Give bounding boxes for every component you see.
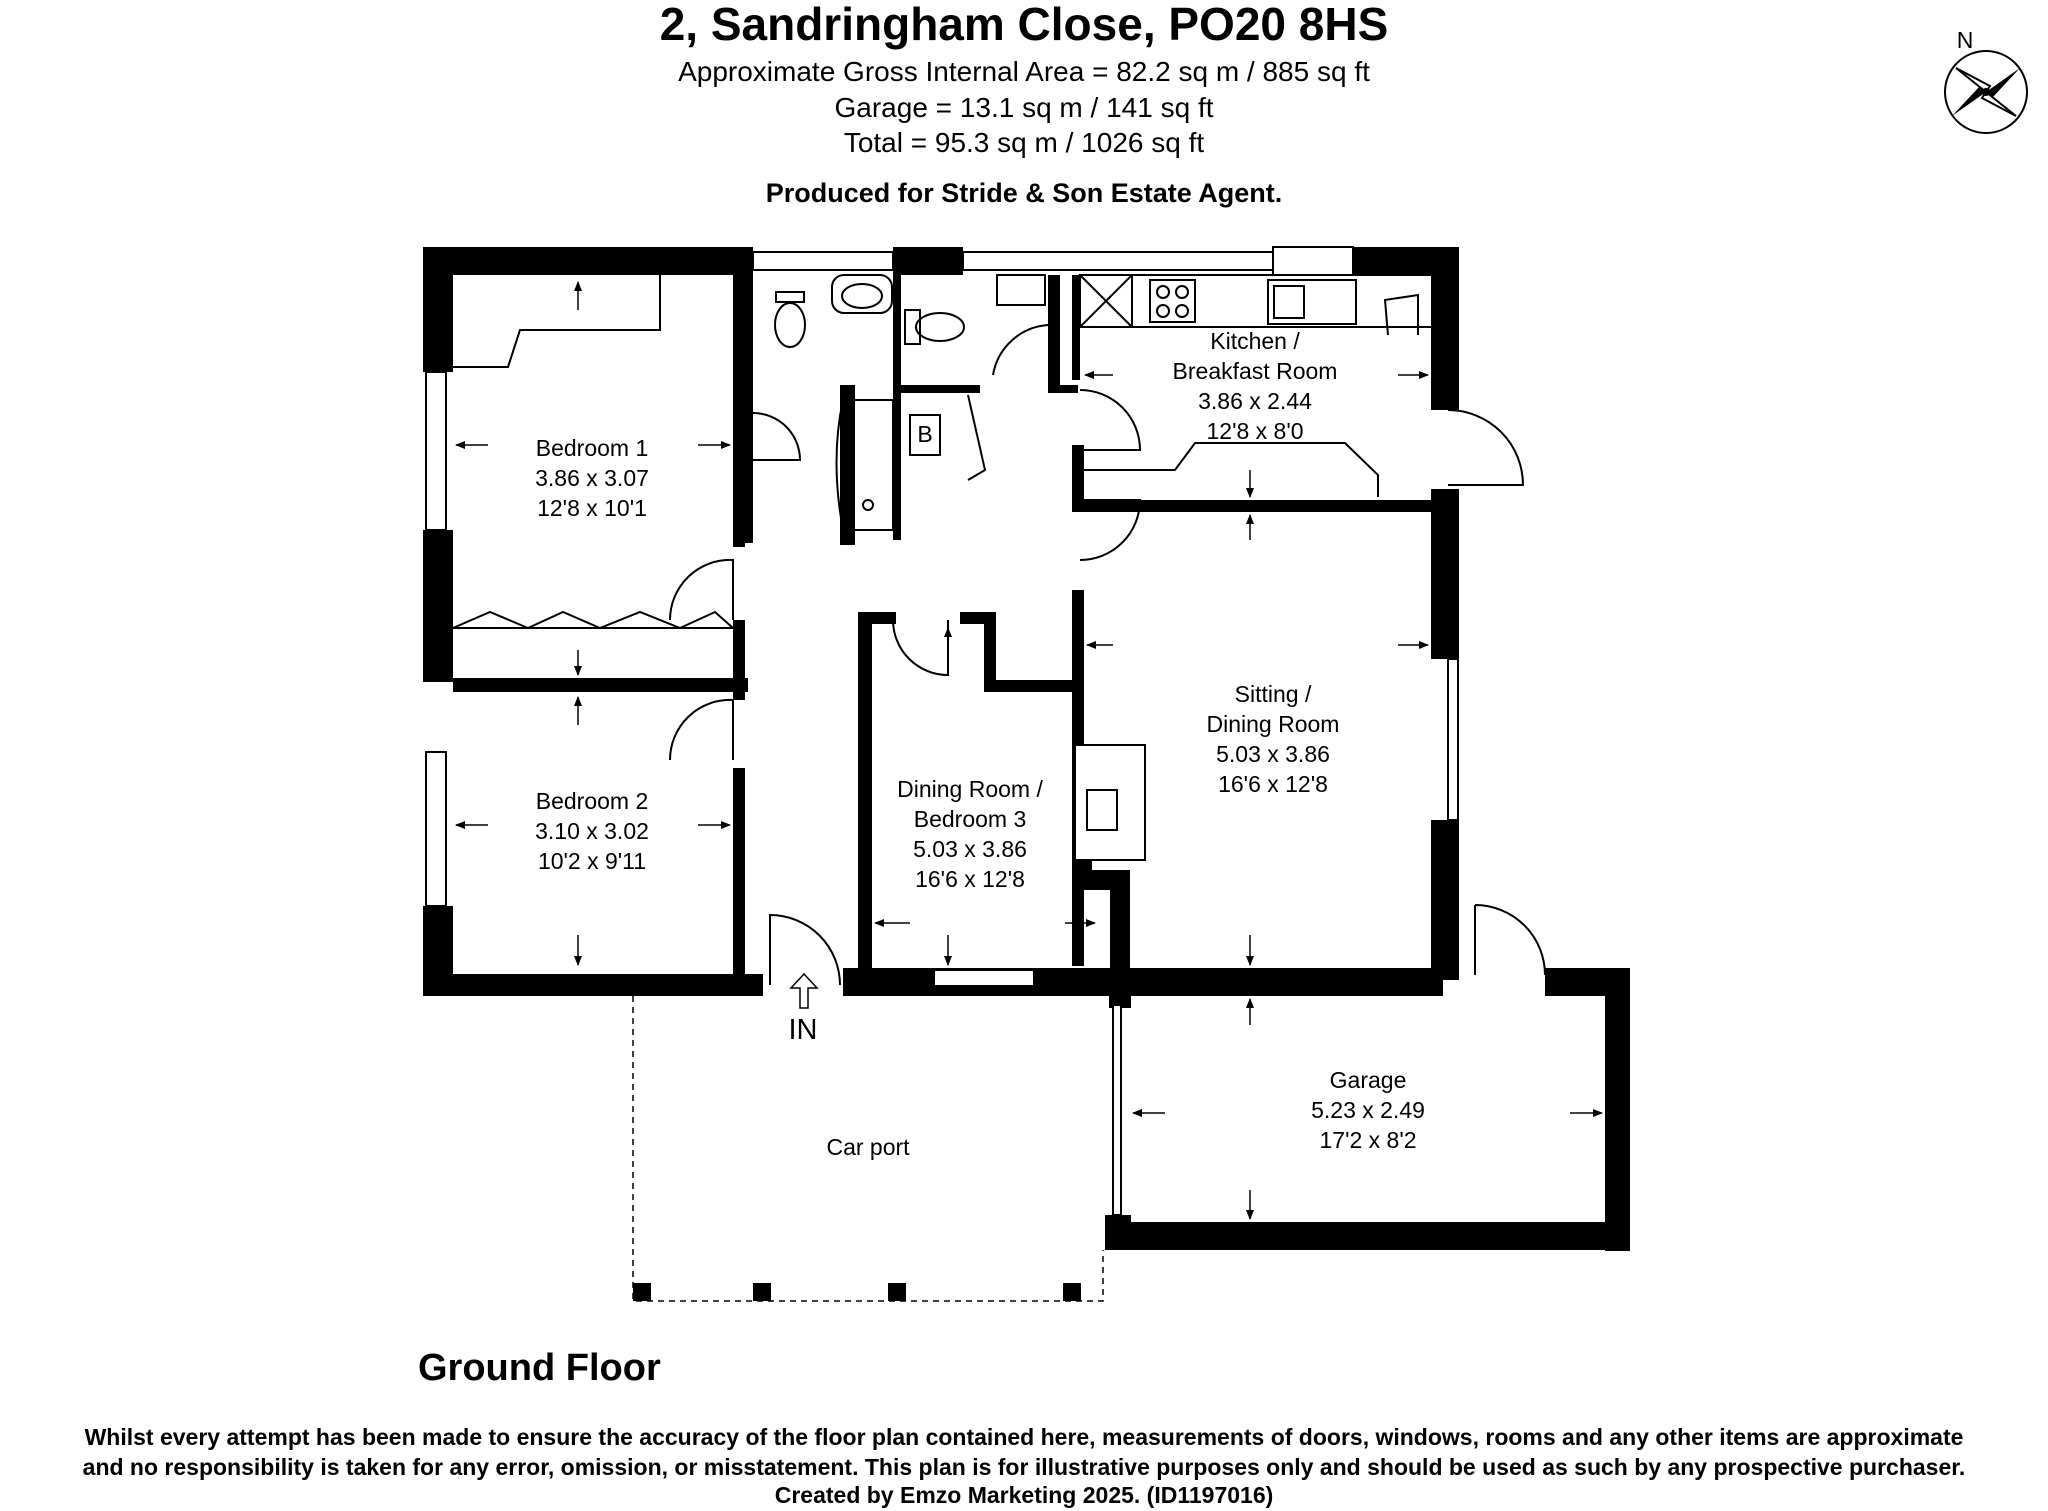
entrance-arrow-icon: [789, 972, 819, 1009]
produced-for: Produced for Stride & Son Estate Agent.: [765, 178, 1283, 208]
room-name: Sitting /: [1235, 681, 1312, 707]
room-name: Car port: [826, 1134, 910, 1160]
room-metric: 3.86 x 2.44: [1198, 388, 1312, 414]
disclaimer-line-2: and no responsibility is taken for any e…: [82, 1454, 1966, 1480]
compass-label: N: [1957, 27, 1974, 53]
fixtures: B: [452, 274, 1449, 1210]
room-imperial: 17'2 x 8'2: [1319, 1127, 1416, 1153]
room-imperial: 12'8 x 10'1: [537, 495, 647, 521]
room-imperial: 16'6 x 12'8: [1218, 771, 1328, 797]
room-name: Garage: [1330, 1067, 1407, 1093]
total-area: Total = 95.3 sq m / 1026 sq ft: [843, 127, 1205, 158]
room-metric: 5.03 x 3.86: [913, 836, 1027, 862]
room-name: Bedroom 1: [536, 435, 649, 461]
room-name: Dining Room /: [897, 776, 1043, 802]
room-label-bedroom1: Bedroom 1 3.86 x 3.07 12'8 x 10'1: [535, 435, 649, 521]
room-name: Dining Room: [1207, 711, 1340, 737]
room-label-sitting: Sitting / Dining Room 5.03 x 3.86 16'6 x…: [1207, 681, 1340, 797]
room-label-carport: Car port: [826, 1134, 910, 1160]
room-metric: 5.03 x 3.86: [1216, 741, 1330, 767]
room-imperial: 10'2 x 9'11: [538, 848, 646, 874]
gross-internal-area: Approximate Gross Internal Area = 82.2 s…: [678, 56, 1370, 87]
doors: [668, 293, 1546, 986]
room-name: Breakfast Room: [1173, 358, 1338, 384]
entrance-label: IN: [789, 1014, 818, 1046]
carport-outline: [632, 996, 1104, 1302]
room-imperial: 16'6 x 12'8: [915, 866, 1025, 892]
room-label-bedroom2: Bedroom 2 3.10 x 3.02 10'2 x 9'11: [535, 788, 649, 874]
dimension-arrows: [455, 281, 1603, 1220]
room-label-garage: Garage 5.23 x 2.49 17'2 x 8'2: [1311, 1067, 1425, 1153]
room-name: Bedroom 3: [914, 806, 1027, 832]
room-label-dining-bedroom3: Dining Room / Bedroom 3 5.03 x 3.86 16'6…: [897, 776, 1043, 892]
garage-area: Garage = 13.1 sq m / 141 sq ft: [834, 92, 1214, 123]
room-imperial: 12'8 x 8'0: [1206, 418, 1303, 444]
room-name: Kitchen /: [1210, 328, 1300, 354]
north-arrow-icon: N: [1944, 27, 2028, 134]
floor-label: Ground Floor: [418, 1347, 661, 1389]
windows: [425, 246, 1459, 1216]
room-label-kitchen: Kitchen / Breakfast Room 3.86 x 2.44 12'…: [1173, 328, 1338, 444]
plan-title: 2, Sandringham Close, PO20 8HS: [659, 0, 1389, 50]
disclaimer-line-1: Whilst every attempt has been made to en…: [84, 1424, 1964, 1450]
room-metric: 5.23 x 2.49: [1311, 1097, 1425, 1123]
disclaimer-credit: Created by Emzo Marketing 2025. (ID11970…: [774, 1482, 1274, 1508]
room-name: Bedroom 2: [536, 788, 649, 814]
room-metric: 3.10 x 3.02: [535, 818, 649, 844]
room-metric: 3.86 x 3.07: [535, 465, 649, 491]
boiler-label: B: [917, 421, 932, 447]
